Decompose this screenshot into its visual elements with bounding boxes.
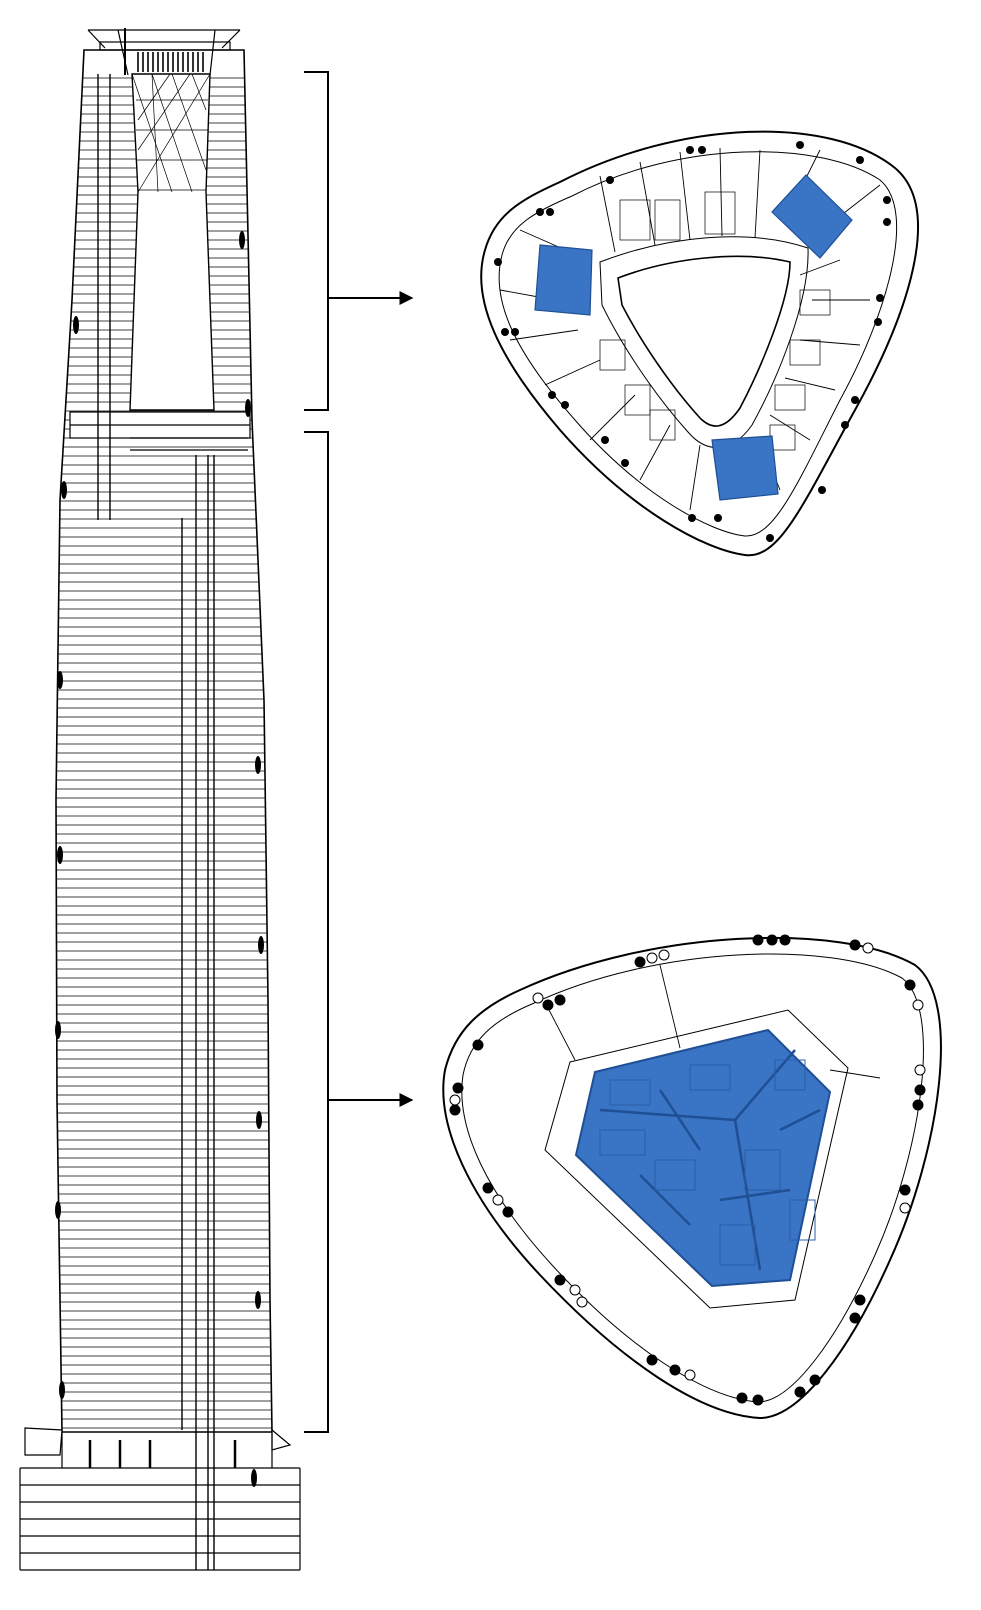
upper-plan-core-west: [534, 244, 593, 316]
facade-ellipse: [57, 671, 63, 689]
lower-plan-column: [794, 1386, 806, 1398]
crown-vents: [137, 52, 204, 72]
upper-plan-inner-wall: [498, 151, 898, 537]
crown-structure: [87, 28, 241, 76]
lower-plan-column: [914, 1064, 926, 1076]
lower-plan-column: [449, 1094, 461, 1106]
facade-ellipse: [59, 1381, 65, 1399]
lower-plan-column: [502, 1206, 514, 1218]
lower-plan-columns: [449, 934, 926, 1406]
facade-ellipse: [258, 936, 264, 954]
lower-plan-column: [492, 1194, 504, 1206]
lower-plan-column: [736, 1392, 748, 1404]
lower-plan-column: [904, 979, 916, 991]
facade-ellipse: [251, 1469, 257, 1487]
facade-ellipse: [73, 316, 79, 334]
upper-plan-atrium-void: [617, 255, 791, 427]
lower-plan-column: [532, 992, 544, 1004]
lower-zone-bracket: [304, 431, 414, 1433]
lower-plan-column: [576, 1296, 588, 1308]
floor-slab-lines: [56, 77, 272, 1429]
upper-plan-partitions: [499, 147, 881, 511]
facade-ellipse: [256, 1111, 262, 1129]
lower-plan-column: [646, 952, 658, 964]
lower-plan-column: [779, 934, 791, 946]
lower-plan-highlighted-core: [574, 1028, 832, 1288]
lower-plan-column: [899, 1184, 911, 1196]
lower-plan-column: [482, 1182, 494, 1194]
lower-plan-core-rooms: [599, 1059, 816, 1266]
lower-floor-plan: [442, 934, 942, 1420]
lower-plan-inner-wall: [461, 953, 924, 1403]
lower-plan-column: [752, 1394, 764, 1406]
lower-plan-column: [452, 1082, 464, 1094]
lower-plan-column: [634, 956, 646, 968]
facade-ellipse: [255, 756, 261, 774]
lower-plan-column: [766, 934, 778, 946]
upper-plan-corridor: [599, 236, 809, 449]
lower-plan-column: [669, 1364, 681, 1376]
lower-plan-column: [569, 1284, 581, 1296]
upper-floor-plan: [480, 130, 919, 557]
lower-plan-column: [912, 999, 924, 1011]
lower-plan-column: [899, 1202, 911, 1214]
facade-ellipse: [255, 1291, 261, 1309]
lower-plan-column: [849, 939, 861, 951]
lower-plan-column: [912, 1099, 924, 1111]
upper-zone-bracket: [304, 71, 414, 411]
facade-ellipse: [55, 1201, 61, 1219]
lower-plan-column: [554, 1274, 566, 1286]
sky-atrium: [129, 73, 215, 411]
lower-plan-spoke-walls: [547, 964, 881, 1079]
podium: [19, 1427, 301, 1571]
tower-elevation: [19, 28, 301, 1571]
facade-ellipse: [57, 846, 63, 864]
lower-plan-column: [554, 994, 566, 1006]
facade-ellipses: [55, 231, 264, 1487]
facade-ellipse: [55, 1021, 61, 1039]
lower-plan-column: [684, 1369, 696, 1381]
lower-plan-core-detail: [599, 1049, 821, 1271]
transfer-floor: [69, 411, 251, 451]
facade-ellipse: [245, 399, 251, 417]
lower-plan-column: [752, 934, 764, 946]
lower-plan-column: [854, 1294, 866, 1306]
facade-ellipse: [61, 481, 67, 499]
lower-plan-column: [542, 999, 554, 1011]
lower-plan-column: [472, 1039, 484, 1051]
lower-plan-column: [658, 949, 670, 961]
upper-plan-columns: [494, 141, 891, 542]
lower-plan-column: [862, 942, 874, 954]
lower-plan-column: [849, 1312, 861, 1324]
upper-plan-core-north-east: [771, 174, 853, 259]
upper-plan-highlighted-cores: [534, 174, 853, 501]
upper-plan-core-south: [711, 435, 779, 501]
lower-plan-column: [914, 1084, 926, 1096]
lower-plan-column: [449, 1104, 461, 1116]
elevator-shafts: [97, 74, 215, 1570]
lower-plan-column: [646, 1354, 658, 1366]
lower-plan-column: [809, 1374, 821, 1386]
facade-ellipse: [239, 231, 245, 249]
